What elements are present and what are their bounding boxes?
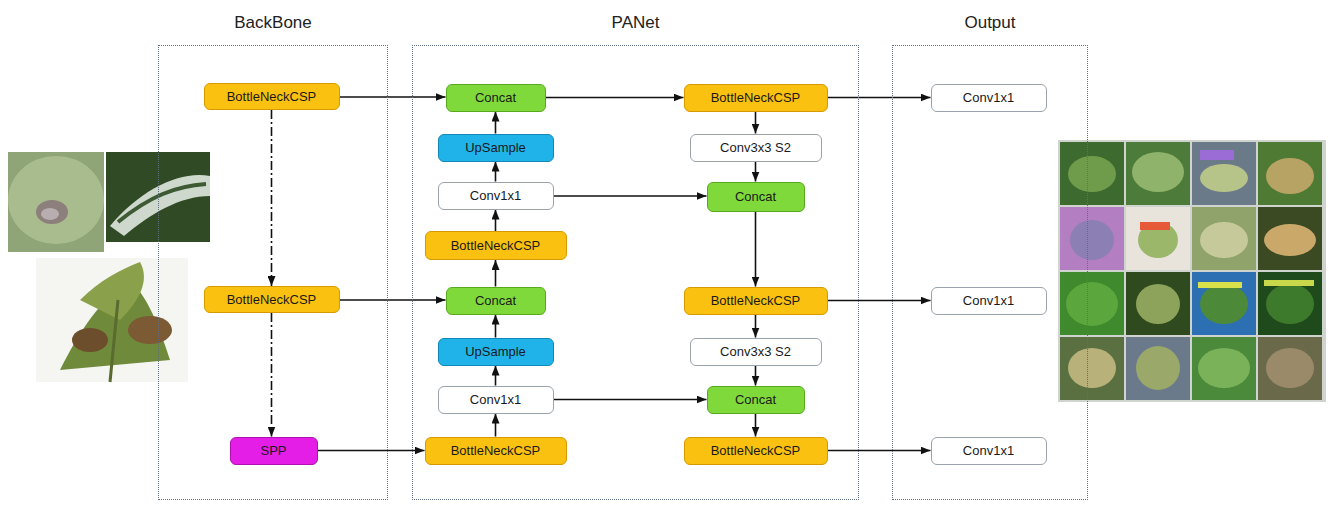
box-label: BottleNeckCSP	[711, 443, 801, 458]
box-label: SPP	[260, 443, 286, 458]
concat-box: Concat	[707, 386, 805, 414]
bottleneck-csp-box: BottleNeckCSP	[204, 286, 340, 313]
dash-dot-arrow	[271, 313, 273, 437]
bottleneck-csp-box: BottleNeckCSP	[425, 231, 567, 260]
box-label: BottleNeckCSP	[227, 292, 317, 307]
box-label: Concat	[735, 392, 776, 407]
group-panel: OutputConv1x1Conv1x1Conv1x1	[892, 45, 1088, 500]
flow-arrow	[755, 112, 757, 134]
flow-arrow	[340, 96, 446, 98]
box-label: UpSample	[465, 344, 526, 359]
flow-arrow	[495, 315, 497, 338]
upsample-box: UpSample	[438, 338, 554, 366]
conv-box: Conv1x1	[931, 84, 1047, 112]
flow-arrow	[495, 162, 497, 182]
box-label: Conv3x3 S2	[720, 344, 791, 359]
flow-arrow	[755, 212, 757, 287]
box-label: UpSample	[465, 140, 526, 155]
flow-arrow	[495, 414, 497, 437]
flow-arrow	[318, 450, 425, 452]
box-label: Conv3x3 S2	[720, 140, 791, 155]
bottleneck-csp-box: BottleNeckCSP	[684, 437, 828, 465]
flow-arrow	[495, 260, 497, 287]
group-heading: PANet	[413, 13, 858, 33]
output-photo-grid	[1058, 140, 1326, 402]
conv-box: Conv3x3 S2	[690, 338, 822, 366]
flow-arrow	[828, 300, 931, 302]
upsample-box: UpSample	[438, 134, 554, 162]
concat-box: Concat	[446, 287, 546, 315]
group-panel: PANetConcatUpSampleConv1x1BottleNeckCSPC…	[412, 45, 859, 500]
box-label: BottleNeckCSP	[451, 238, 541, 253]
conv-box: Conv1x1	[931, 437, 1047, 465]
flow-arrow	[554, 399, 707, 401]
flow-arrow	[495, 366, 497, 386]
flow-arrow	[755, 315, 757, 338]
box-label: Conv1x1	[470, 392, 521, 407]
box-label: BottleNeckCSP	[711, 293, 801, 308]
flow-arrow	[554, 195, 707, 197]
box-label: BottleNeckCSP	[227, 89, 317, 104]
box-label: BottleNeckCSP	[451, 443, 541, 458]
group-panel: BackBoneBottleNeckCSPBottleNeckCSPSPP	[158, 45, 388, 500]
flow-arrow	[755, 162, 757, 182]
bottleneck-csp-box: BottleNeckCSP	[204, 83, 340, 110]
conv-box: Conv1x1	[438, 182, 554, 210]
box-label: Conv1x1	[963, 293, 1014, 308]
conv-box: Conv1x1	[438, 386, 554, 414]
flow-arrow	[546, 97, 684, 99]
flow-arrow	[755, 366, 757, 386]
box-label: Concat	[475, 90, 516, 105]
flow-arrow	[495, 210, 497, 232]
group-heading: BackBone	[159, 13, 387, 33]
concat-box: Concat	[446, 84, 546, 112]
box-label: Concat	[475, 293, 516, 308]
concat-box: Concat	[707, 182, 805, 212]
flow-arrow	[340, 299, 446, 301]
box-label: Conv1x1	[963, 90, 1014, 105]
box-label: Conv1x1	[963, 443, 1014, 458]
input-photos	[8, 152, 210, 382]
group-heading: Output	[893, 13, 1087, 33]
box-label: BottleNeckCSP	[711, 90, 801, 105]
box-label: Conv1x1	[470, 188, 521, 203]
bottleneck-csp-box: BottleNeckCSP	[684, 84, 828, 112]
flow-arrow	[755, 414, 757, 437]
flow-arrow	[828, 450, 931, 452]
flow-arrow	[828, 97, 931, 99]
bottleneck-csp-box: BottleNeckCSP	[684, 287, 828, 315]
conv-box: Conv1x1	[931, 287, 1047, 315]
bottleneck-csp-box: BottleNeckCSP	[425, 437, 567, 465]
box-label: Concat	[735, 189, 776, 204]
dash-dot-arrow	[271, 110, 273, 286]
flow-arrow	[495, 112, 497, 134]
spp-box: SPP	[230, 437, 318, 465]
conv-box: Conv3x3 S2	[690, 134, 822, 162]
